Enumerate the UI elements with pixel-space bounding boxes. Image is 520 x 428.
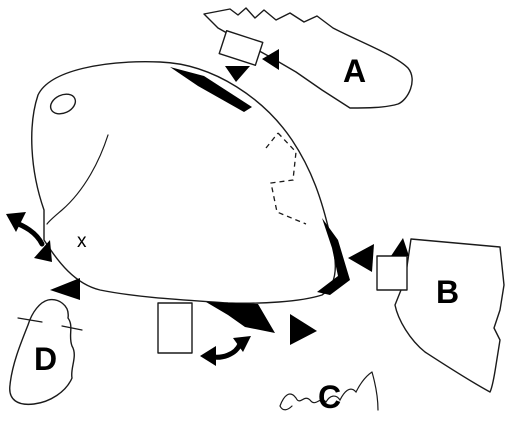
arrow-b-up — [391, 238, 409, 256]
fragment-b: B — [376, 238, 505, 393]
cut-mark: x — [77, 231, 87, 252]
fragment-a-tab — [218, 30, 264, 66]
bottom-tab — [157, 302, 193, 354]
fragment-d: D — [9, 298, 83, 406]
arrow-a-left — [262, 49, 279, 70]
edge-band-right — [317, 218, 350, 295]
fragment-c: C — [279, 371, 379, 415]
rotate-arrow-left-icon — [6, 212, 52, 262]
arrow-c-right — [290, 314, 317, 345]
inner-fold-line — [46, 134, 109, 225]
fragment-a-outline — [203, 7, 413, 109]
fragment-d-cut-line-right — [61, 325, 83, 331]
main-body-outline — [31, 61, 336, 304]
label-a: A — [343, 53, 366, 89]
eye-spot — [49, 93, 77, 115]
label-b: B — [436, 274, 459, 310]
fragment-b-outline — [394, 238, 505, 393]
rotate-arrow-bottom-icon — [200, 336, 251, 366]
fragment-a: A — [203, 7, 413, 109]
edge-band-top — [170, 67, 252, 112]
main-body: x — [31, 61, 336, 304]
fragment-d-outline — [9, 298, 75, 406]
arrow-d-left — [50, 278, 80, 300]
label-c: C — [318, 379, 341, 415]
arrow-b-left — [348, 244, 374, 272]
fragment-c-outline — [279, 371, 379, 411]
fragment-d-cut-line-left — [17, 317, 43, 323]
edge-band-bottom — [206, 302, 275, 333]
hidden-edge-dashed — [265, 132, 307, 225]
label-d: D — [34, 341, 57, 377]
fragment-b-tab — [376, 255, 408, 291]
arrow-a-down — [225, 66, 250, 82]
